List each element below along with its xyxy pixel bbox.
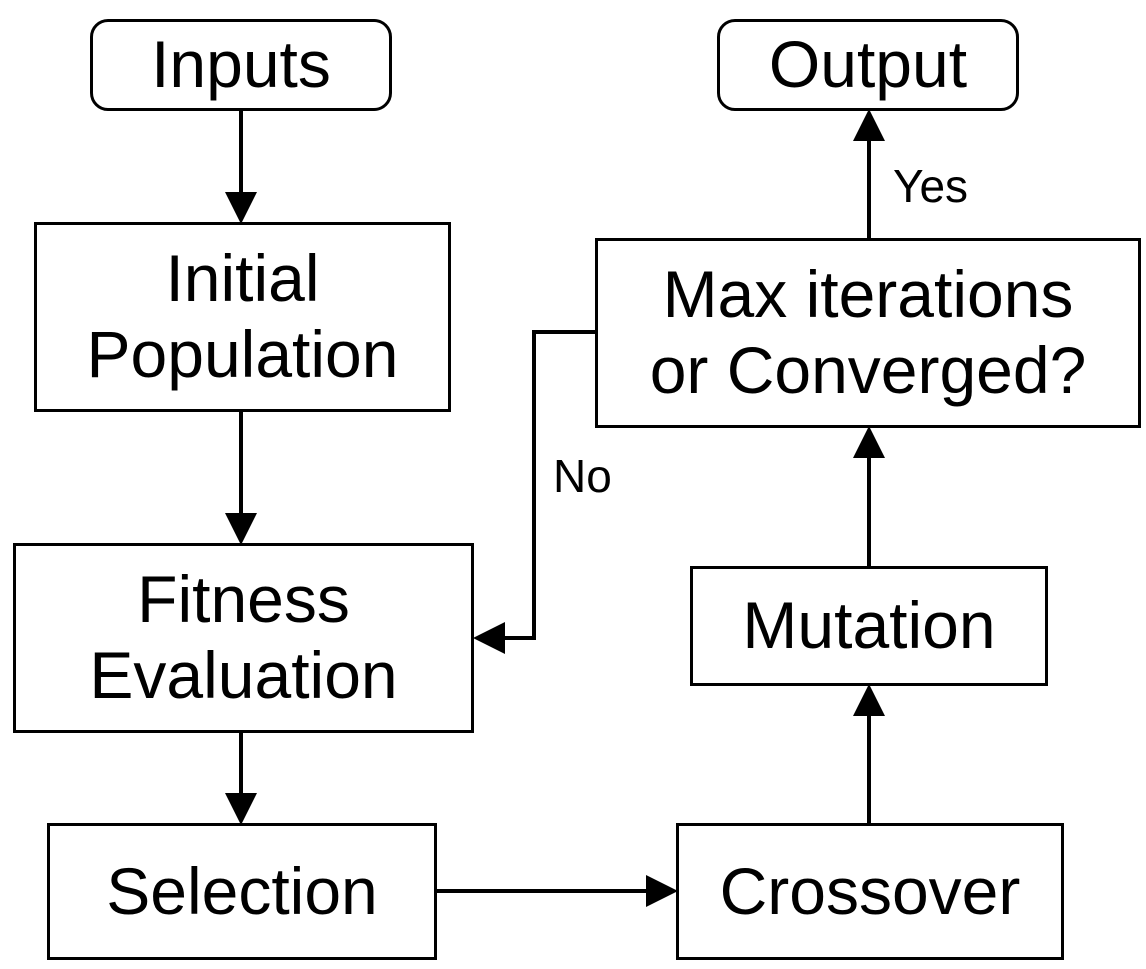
max-iterations-decision-node: Max iterations or Converged?	[595, 238, 1141, 428]
crossover-label: Crossover	[719, 853, 1021, 928]
inputs-label: Inputs	[151, 27, 331, 102]
selection-node: Selection	[47, 823, 437, 960]
yes-edge-label: Yes	[893, 160, 969, 212]
output-node: Output	[717, 19, 1019, 111]
inputs-node: Inputs	[90, 19, 392, 111]
fitness-evaluation-label: Fitness Evaluation	[89, 562, 398, 712]
mutation-node: Mutation	[690, 566, 1048, 686]
mutation-label: Mutation	[742, 588, 996, 663]
no-edge-label: No	[553, 450, 612, 502]
initial-population-node: Initial Population	[34, 222, 451, 412]
fitness-evaluation-node: Fitness Evaluation	[13, 543, 474, 733]
max-iterations-label: Max iterations or Converged?	[649, 257, 1087, 407]
initial-population-label: Initial Population	[86, 241, 399, 391]
selection-label: Selection	[106, 853, 378, 928]
output-label: Output	[768, 27, 968, 102]
crossover-node: Crossover	[676, 823, 1064, 960]
edge-max-iterations-to-fitness-evaluation	[473, 330, 597, 654]
